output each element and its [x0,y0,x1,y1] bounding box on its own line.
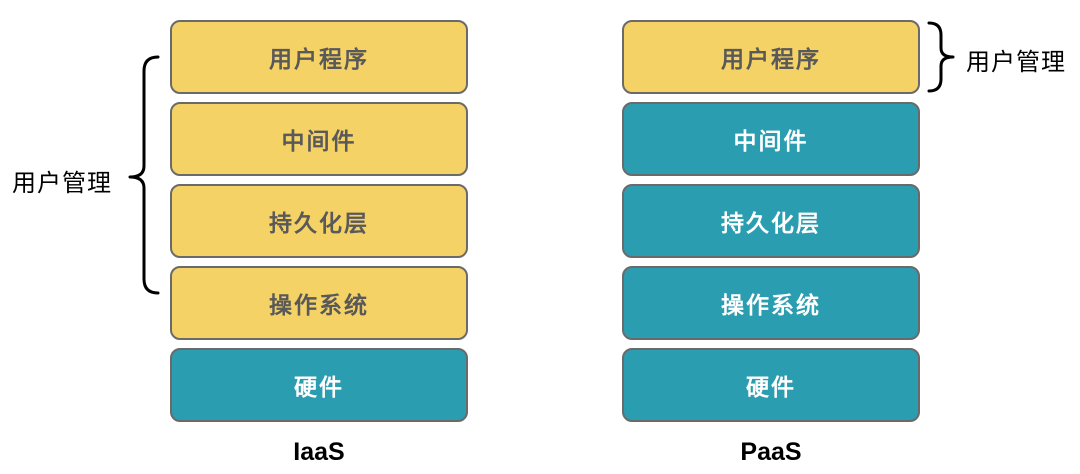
paas-caption: PaaS [740,438,802,466]
left-brace-icon [128,55,160,295]
paas-layer-middleware: 中间件 [622,102,920,176]
iaas-layer-middleware: 中间件 [170,102,468,176]
iaas-layer-hardware: 硬件 [170,348,468,422]
iaas-layer-persistence: 持久化层 [170,184,468,258]
paas-layer-hardware: 硬件 [622,348,920,422]
paas-layer-user-programs: 用户程序 [622,20,920,94]
paas-user-managed-label: 用户管理 [966,49,1066,76]
paas-layer-persistence: 持久化层 [622,184,920,258]
iaas-layer-os: 操作系统 [170,266,468,340]
iaas-caption: IaaS [293,438,345,466]
right-brace-icon [927,21,955,93]
paas-layer-os: 操作系统 [622,266,920,340]
iaas-user-managed-label: 用户管理 [12,170,112,197]
iaas-layer-user-programs: 用户程序 [170,20,468,94]
